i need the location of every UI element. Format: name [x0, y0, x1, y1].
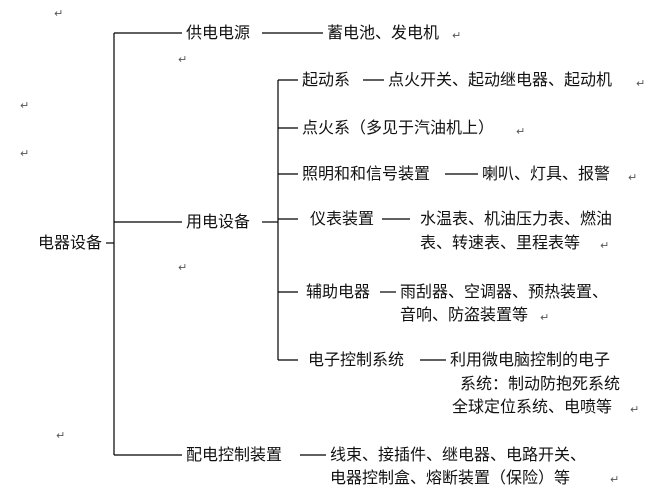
sub-item-detail-6b: 系统：制动防抱死系统	[460, 374, 621, 393]
sub-item-label-2: 点火系（多见于汽油机上）	[302, 118, 495, 137]
paragraph-mark: ↵	[56, 429, 66, 442]
branch-supply-detail: 蓄电池、发电机	[327, 23, 440, 42]
root-node: 电器设备	[38, 233, 103, 252]
branch-distribution-detail-1: 线束、接插件、继电器、电路开关、	[330, 445, 587, 464]
paragraph-mark: ↵	[178, 261, 188, 274]
sub-item-label-4: 仪表装置	[310, 209, 375, 228]
sub-item-detail-6a: 利用微电脑控制的电子	[450, 350, 611, 369]
sub-item-detail-5b: 音响、防盗装置等	[400, 305, 529, 324]
paragraph-mark: ↵	[636, 77, 646, 90]
paragraph-mark: ↵	[610, 473, 620, 486]
sub-item-label-1: 起动系	[302, 70, 351, 89]
sub-item-detail-4a: 水温表、机油压力表、燃油	[420, 209, 613, 228]
paragraph-mark: ↵	[516, 125, 526, 138]
paragraph-mark: ↵	[630, 403, 640, 416]
sub-item-detail-6c: 全球定位系统、电喷等	[452, 397, 613, 416]
paragraph-mark: ↵	[540, 311, 550, 324]
sub-item-detail-5a: 雨刮器、空调器、预热装置、	[400, 282, 609, 301]
sub-item-detail-4b: 表、转速表、里程表等	[420, 233, 581, 252]
branch-supply-label: 供电电源	[186, 23, 251, 42]
paragraph-mark: ↵	[20, 99, 30, 112]
sub-item-label-6: 电子控制系统	[308, 350, 405, 369]
paragraph-mark: ↵	[452, 29, 462, 42]
paragraph-mark: ↵	[600, 239, 610, 252]
sub-item-detail-1: 点火开关、起动继电器、起动机	[388, 70, 613, 89]
paragraph-mark: ↵	[628, 171, 638, 184]
sub-item-label-5: 辅助电器	[306, 282, 371, 301]
paragraph-mark: ↵	[54, 7, 64, 20]
sub-item-label-3: 照明和和信号装置	[302, 164, 431, 183]
paragraph-mark: ↵	[178, 53, 188, 66]
paragraph-mark: ↵	[20, 147, 30, 160]
branch-distribution-detail-2: 电器控制盒、熔断装置（保险）等	[330, 468, 571, 487]
branch-load-label: 用电设备	[186, 212, 251, 231]
sub-item-detail-3: 喇叭、灯具、报警	[482, 164, 611, 183]
branch-distribution-label: 配电控制装置	[186, 445, 283, 464]
